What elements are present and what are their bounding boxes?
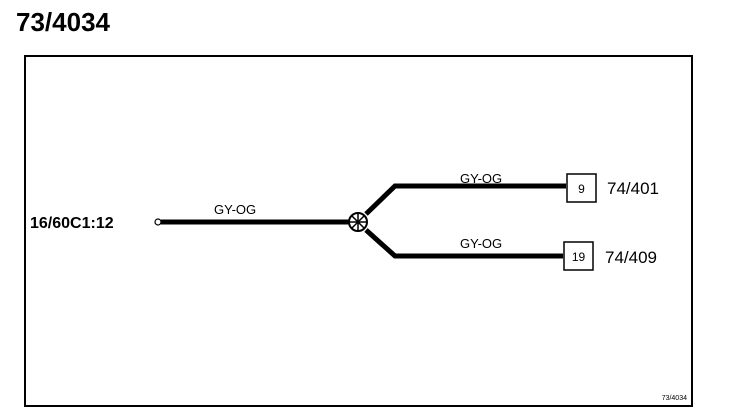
footer-reference: 73/4034 [662, 395, 687, 402]
pin-box-2 [563, 241, 594, 271]
branch-1-color-label: GY-OG [460, 171, 502, 186]
branch-2-color-label: GY-OG [460, 236, 502, 251]
source-terminal [154, 218, 162, 226]
branch-wire-2 [364, 228, 563, 259]
splice-node-icon [348, 212, 368, 232]
pin-box-1 [566, 173, 597, 203]
diagram-frame [24, 55, 693, 407]
source-connector-label: 16/60C1:12 [30, 215, 114, 232]
pin-number-2: 19 [572, 250, 586, 264]
connector-ref-1: 74/401 [607, 179, 659, 198]
main-wire-color-label: GY-OG [214, 202, 256, 217]
page-title: 73/4034 [16, 7, 111, 37]
branch-wire-1 [364, 183, 566, 216]
pin-number-1: 9 [578, 182, 585, 196]
connector-ref-2: 74/409 [605, 248, 657, 267]
